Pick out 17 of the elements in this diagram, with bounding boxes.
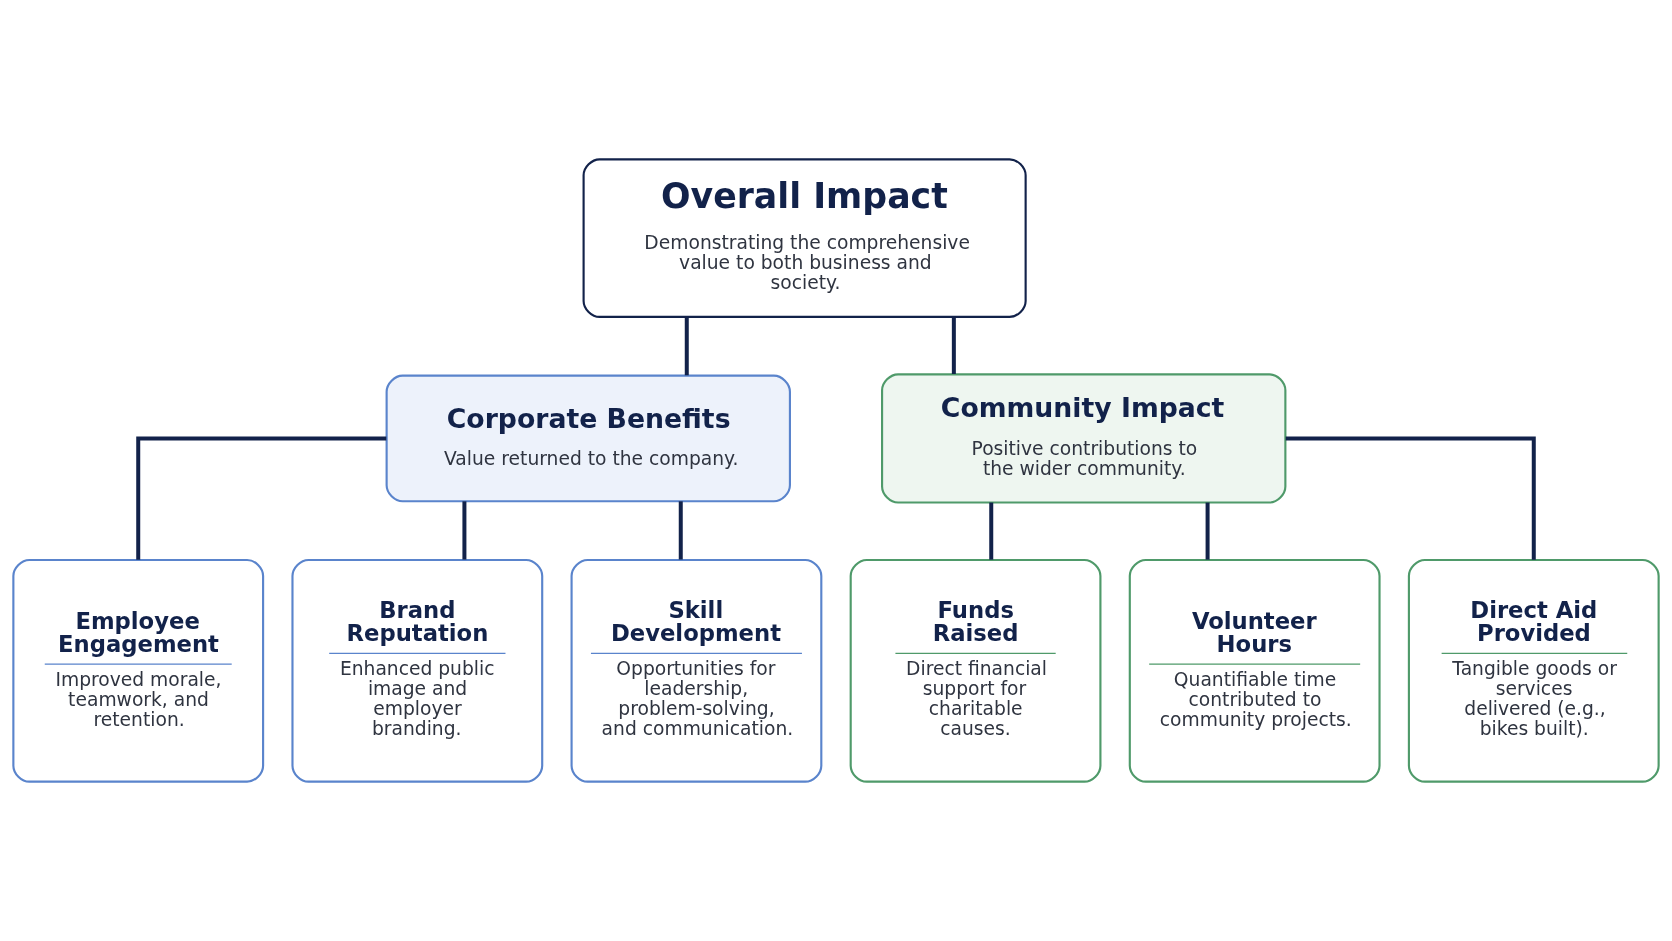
- node-box: Overall Impact Demonstrating the comprehensive value to both business and society.: [582, 158, 1027, 318]
- node-box: Employee Engagement Improved morale, teamwork, and retention.: [12, 558, 265, 783]
- node-box: Direct Aid Provided Tangible goods or services delivered (e.g., bikes built).: [1407, 558, 1660, 783]
- connector: [1205, 502, 1210, 560]
- node-box: Brand Reputation Enhanced public image and employer branding.: [291, 558, 544, 783]
- connector: [989, 502, 994, 560]
- connector: [951, 317, 956, 374]
- connector: [684, 317, 689, 376]
- node-box: Skill Development Opportunities for leadership, problem-solving, and communication.: [570, 558, 823, 783]
- node-box: Corporate Benefits Value returned to the company.: [385, 374, 791, 503]
- connector: [136, 436, 387, 560]
- node-box: Funds Raised Direct financial support for charitable causes.: [849, 558, 1102, 783]
- node-box: Community Impact Positive contributions to the wider community.: [881, 373, 1287, 504]
- connector: [678, 501, 683, 560]
- connector: [1285, 436, 1536, 560]
- node-box: Volunteer Hours Quantifiable time contributed to community projects.: [1128, 558, 1381, 783]
- connector: [462, 501, 467, 560]
